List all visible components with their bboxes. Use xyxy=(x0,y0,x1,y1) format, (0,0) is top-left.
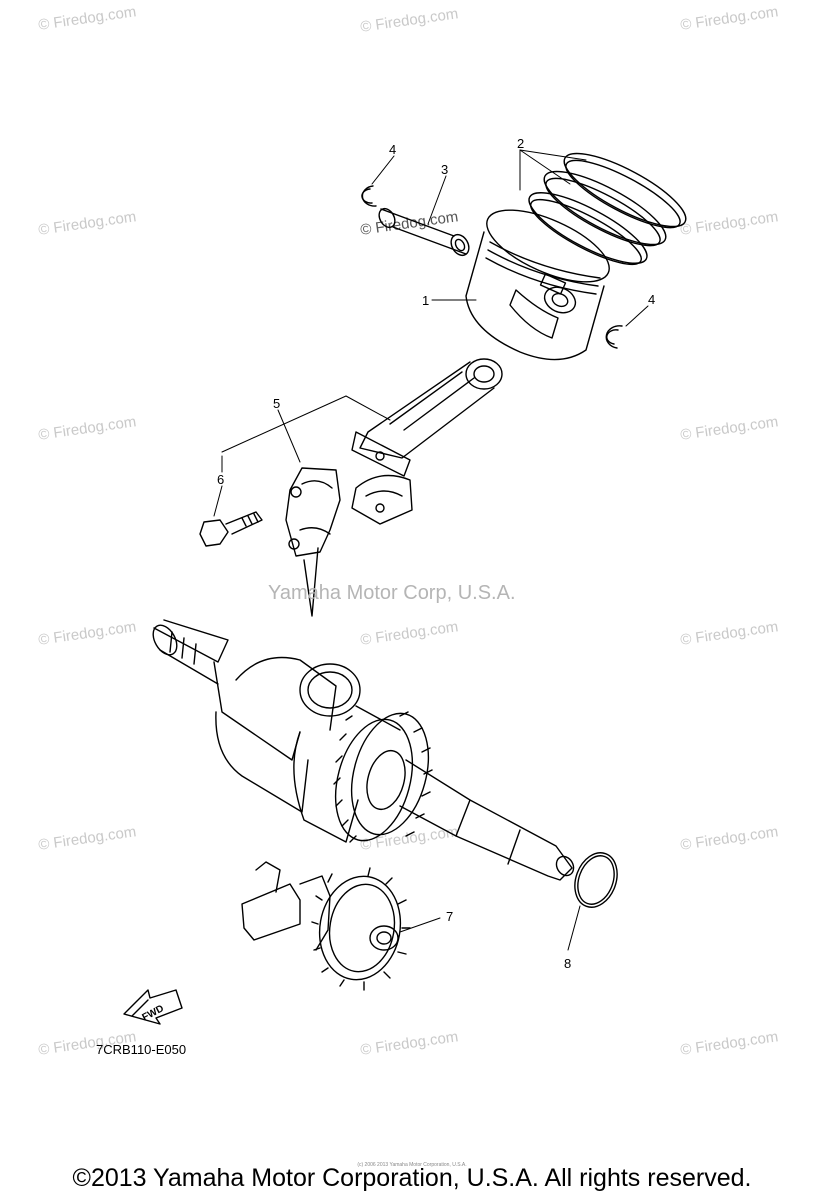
piston-pin xyxy=(378,207,470,257)
callout-1: 1 xyxy=(422,293,429,308)
balancer-shaft-gear xyxy=(241,861,411,991)
connecting-rod xyxy=(351,358,503,525)
callout-3: 3 xyxy=(441,162,448,177)
leader-lines xyxy=(213,149,649,951)
connecting-rod-cap xyxy=(285,467,341,617)
callout-6: 6 xyxy=(217,472,224,487)
piston-ring-set xyxy=(528,152,687,266)
callout-4: 4 xyxy=(389,142,396,157)
fwd-label: FWD xyxy=(140,1003,165,1023)
circlip-right xyxy=(605,325,623,349)
callout-2: 2 xyxy=(517,136,524,151)
callout-8: 8 xyxy=(564,956,571,971)
piston xyxy=(465,209,610,361)
o-ring xyxy=(574,852,618,908)
tiny-copyright: (c) 2006 2013 Yamaha Motor Corporation, … xyxy=(357,1162,467,1168)
callout-5: 5 xyxy=(273,396,280,411)
center-watermark: Yamaha Motor Corp, U.S.A. xyxy=(268,582,516,604)
callout-4: 4 xyxy=(648,292,655,307)
rod-bolt xyxy=(199,511,263,547)
fwd-arrow-icon xyxy=(123,989,183,1025)
callout-7: 7 xyxy=(446,909,453,924)
copyright-notice: ©2013 Yamaha Motor Corporation, U.S.A. A… xyxy=(72,1164,752,1192)
crankshaft xyxy=(152,619,575,881)
diagram-code: 7CRB110-E050 xyxy=(96,1042,187,1057)
circlip-upper xyxy=(361,185,377,207)
